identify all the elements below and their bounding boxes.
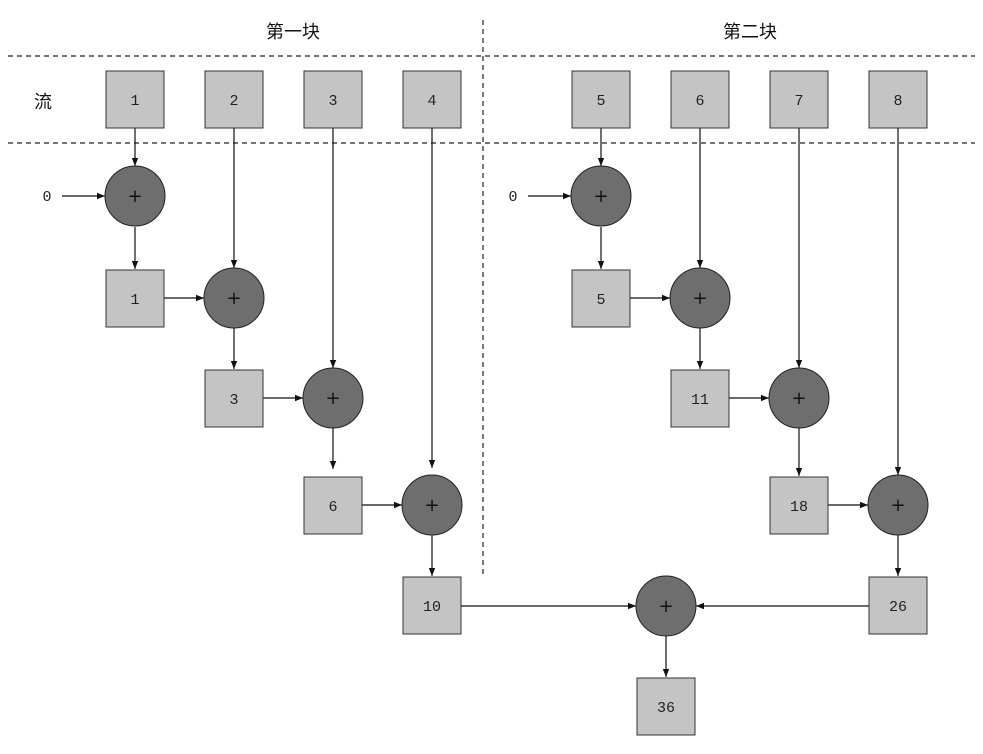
edges — [62, 128, 902, 677]
block-2-total-box — [868, 576, 928, 635]
plus-icon: + — [127, 186, 142, 207]
partial-value: 5 — [596, 292, 605, 309]
partial-box — [105, 269, 165, 328]
plus-operator — [401, 474, 463, 536]
partial-box — [204, 369, 264, 428]
partial-value: 1 — [130, 292, 139, 309]
partial-value: 3 — [229, 392, 238, 409]
partial-box — [571, 269, 631, 328]
stream-box-8 — [868, 70, 928, 129]
result-box — [636, 677, 696, 736]
plus-icon: + — [424, 495, 439, 516]
stream-box-3 — [303, 70, 363, 129]
plus-icon: + — [890, 495, 905, 516]
result-value: 36 — [657, 700, 675, 717]
plus-icon: + — [226, 288, 241, 309]
block-2-total-value: 26 — [889, 599, 907, 616]
stream-box-5 — [571, 70, 631, 129]
stream-label: 流 — [34, 92, 52, 113]
stream-value-3: 3 — [328, 93, 337, 110]
partial-value: 18 — [790, 499, 808, 516]
block-1-total-value: 10 — [423, 599, 441, 616]
stream-box-2 — [204, 70, 264, 129]
combine-operator — [635, 575, 697, 637]
partial-box — [769, 476, 829, 535]
initial-value-block-2: 0 — [508, 189, 517, 206]
initial-value-block-1: 0 — [42, 189, 51, 206]
stream-box-4 — [402, 70, 462, 129]
block-1-total-box — [402, 576, 462, 635]
block-1-partials: 1 3 6 10 — [105, 269, 462, 635]
stream-box-6 — [670, 70, 730, 129]
plus-operator — [570, 165, 632, 227]
block-1-operators: + + + + — [104, 165, 463, 536]
stream-elements: 1 2 3 4 5 6 7 8 — [105, 70, 928, 129]
block-2-operators: + + + + — [570, 165, 929, 536]
plus-operator — [302, 367, 364, 429]
stream-value-4: 4 — [427, 93, 436, 110]
plus-operator — [768, 367, 830, 429]
plus-operator — [203, 267, 265, 329]
block-2-header: 第二块 — [723, 22, 777, 43]
plus-icon: + — [658, 596, 673, 617]
stream-value-2: 2 — [229, 93, 238, 110]
plus-operator — [669, 267, 731, 329]
stream-value-6: 6 — [695, 93, 704, 110]
stream-box-1 — [105, 70, 165, 129]
partial-value: 11 — [691, 392, 709, 409]
plus-icon: + — [692, 288, 707, 309]
plus-operator — [104, 165, 166, 227]
partial-box — [670, 369, 730, 428]
plus-icon: + — [593, 186, 608, 207]
plus-icon: + — [325, 388, 340, 409]
plus-icon: + — [791, 388, 806, 409]
block-2-partials: 5 11 18 26 — [571, 269, 928, 635]
stream-value-5: 5 — [596, 93, 605, 110]
partial-value: 6 — [328, 499, 337, 516]
stream-value-8: 8 — [893, 93, 902, 110]
plus-operator — [867, 474, 929, 536]
block-1-header: 第一块 — [266, 22, 320, 43]
stream-value-7: 7 — [794, 93, 803, 110]
stream-box-7 — [769, 70, 829, 129]
partial-box — [303, 476, 363, 535]
stream-value-1: 1 — [130, 93, 139, 110]
